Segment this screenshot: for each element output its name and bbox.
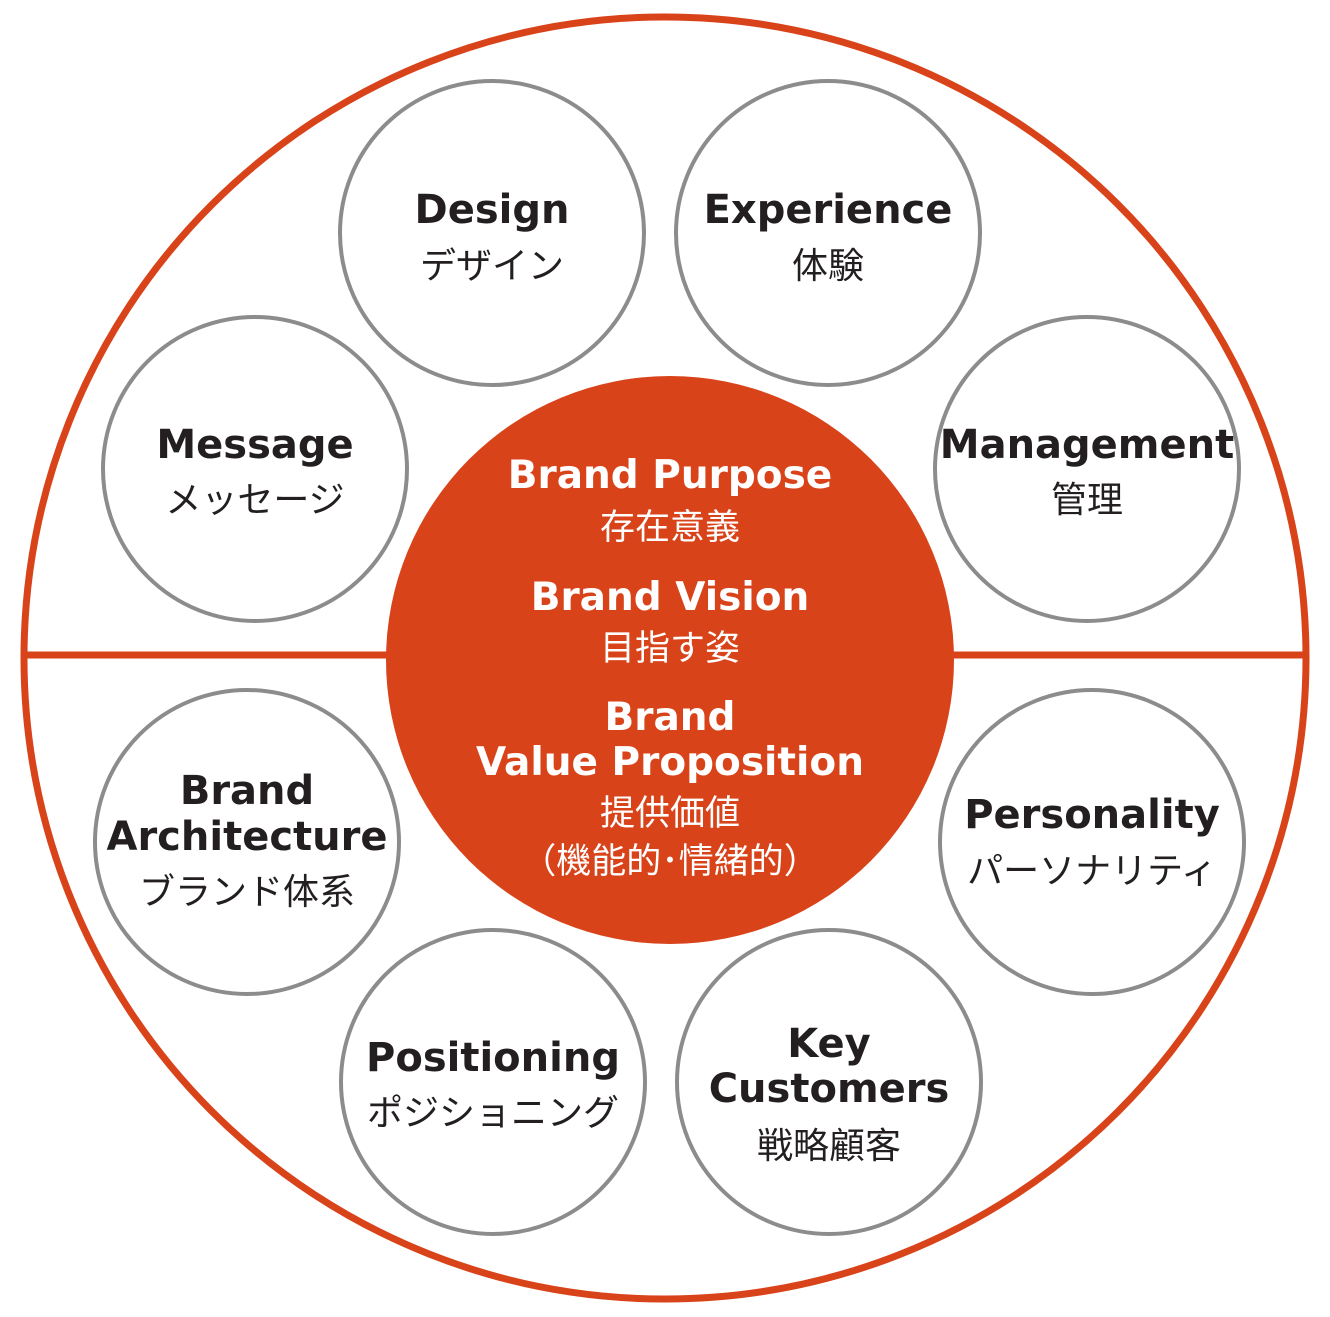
node-experience: Experience 体験	[674, 79, 982, 387]
node-customers-circle	[675, 928, 983, 1236]
node-positioning: Positioning ポジショニング	[339, 928, 647, 1236]
node-management-circle	[933, 315, 1241, 623]
node-architecture-circle	[93, 688, 401, 996]
core-vision-ja: 目指す姿	[600, 629, 740, 669]
node-message-label-en: Message	[156, 422, 353, 468]
node-management: Management 管理	[933, 315, 1241, 623]
node-design-circle	[338, 79, 646, 387]
node-architecture-label-ja: ブランド体系	[139, 872, 355, 913]
core-value-en-2: Value Proposition	[476, 740, 864, 785]
node-customers: Key Customers 戦略顧客	[675, 928, 983, 1236]
core-purpose-en: Brand Purpose	[508, 453, 833, 498]
node-design-label-en: Design	[415, 187, 570, 233]
node-design-label-ja: デザイン	[420, 246, 564, 287]
node-design: Design デザイン	[338, 79, 646, 387]
node-experience-circle	[674, 79, 982, 387]
core-circle	[386, 376, 954, 944]
node-customers-label-ja: 戦略顧客	[757, 1126, 901, 1167]
node-architecture: Brand Architecture ブランド体系	[93, 688, 401, 996]
node-positioning-circle	[339, 928, 647, 1236]
core-value-ja-2: （機能的･情緒的）	[521, 842, 819, 882]
node-message: Message メッセージ	[101, 315, 409, 623]
node-message-circle	[101, 315, 409, 623]
core-vision-en: Brand Vision	[531, 575, 810, 620]
node-personality-label-en: Personality	[964, 792, 1220, 838]
node-personality-circle	[938, 688, 1246, 996]
node-customers-label-en-2: Customers	[709, 1066, 950, 1112]
core-purpose-ja: 存在意義	[600, 508, 740, 548]
node-architecture-label-en-1: Brand	[180, 768, 314, 814]
node-personality: Personality パーソナリティ	[938, 688, 1246, 996]
node-architecture-label-en-2: Architecture	[107, 814, 388, 860]
node-management-label-ja: 管理	[1051, 480, 1123, 521]
node-personality-label-ja: パーソナリティ	[967, 851, 1217, 892]
core-value-ja-1: 提供価値	[600, 794, 740, 834]
node-positioning-label-ja: ポジショニング	[367, 1093, 619, 1134]
core-value-en-1: Brand	[605, 695, 736, 740]
node-customers-label-en-1: Key	[787, 1021, 871, 1067]
node-positioning-label-en: Positioning	[366, 1035, 620, 1081]
core: Brand Purpose 存在意義 Brand Vision 目指す姿 Bra…	[386, 376, 954, 944]
node-management-label-en: Management	[940, 422, 1234, 468]
node-experience-label-en: Experience	[704, 187, 953, 233]
node-experience-label-ja: 体験	[792, 246, 864, 287]
node-message-label-ja: メッセージ	[165, 480, 344, 521]
